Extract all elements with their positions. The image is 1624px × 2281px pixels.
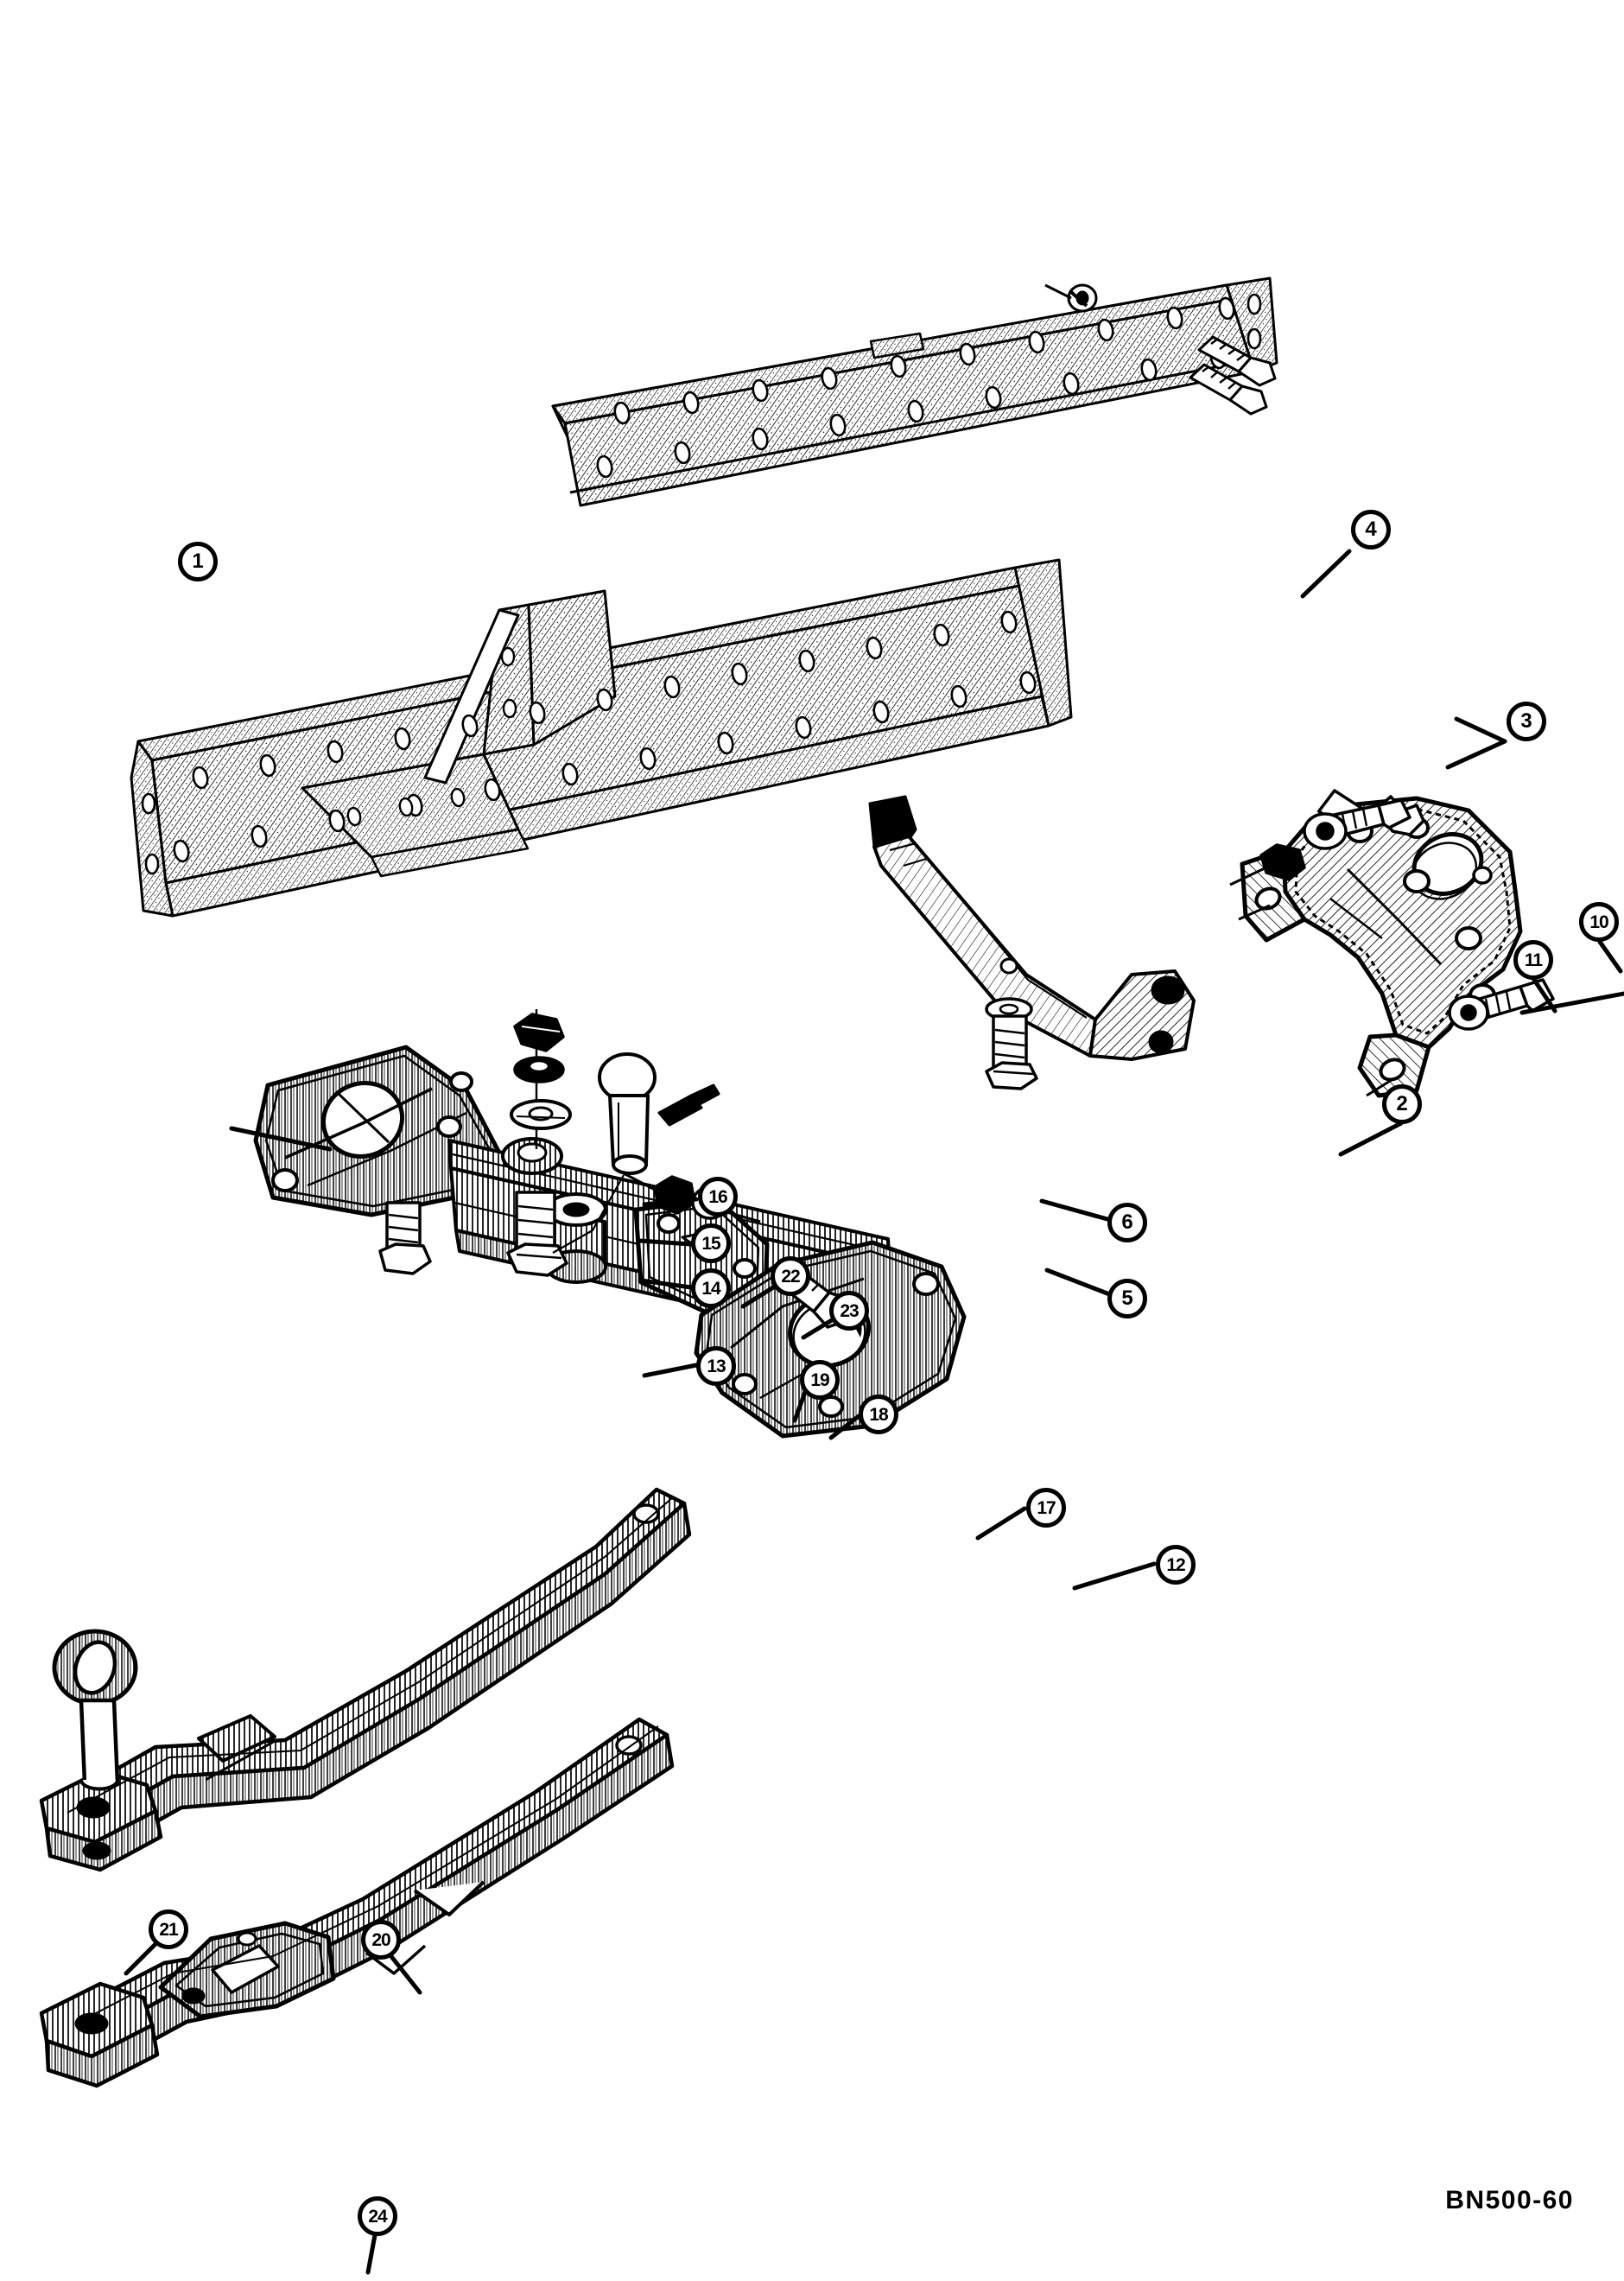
callout-12[interactable]: 12: [1156, 1545, 1196, 1585]
callout-6[interactable]: 6: [1107, 1203, 1147, 1242]
leader-15: [637, 1238, 694, 1247]
callout-23[interactable]: 23: [829, 1291, 869, 1331]
callout-4[interactable]: 4: [1351, 510, 1391, 550]
steering-drag-link: [868, 795, 1196, 1090]
leader-2: [1338, 1121, 1404, 1157]
leader-7: [1519, 991, 1624, 1015]
pivot-pin-item22: [552, 1052, 657, 1254]
rear-axle-beam: [39, 1717, 675, 2088]
cap-screw-item8: [1316, 789, 1425, 838]
lock-washer-item10-upper: [1303, 812, 1348, 850]
pivot-hardware-stack: [506, 1009, 572, 1277]
lock-washer-item4: [1044, 283, 1098, 313]
leader-16: [642, 1197, 699, 1207]
leader-14: [638, 1278, 694, 1290]
callout-15[interactable]: 15: [691, 1223, 731, 1263]
callout-21[interactable]: 21: [149, 1909, 188, 1949]
cap-screw-item3: [1189, 335, 1277, 416]
leader-4: [1300, 549, 1352, 599]
callout-13[interactable]: 13: [696, 1346, 736, 1386]
cap-screw-lower-left: [378, 1201, 432, 1275]
hex-nut-item16: [513, 1013, 565, 1052]
callout-22[interactable]: 22: [771, 1256, 810, 1296]
hex-nut-item11: [1229, 843, 1306, 886]
leader-12: [1072, 1561, 1157, 1591]
callout-3[interactable]: 3: [1507, 702, 1546, 741]
tow-eye-pin-item21: [52, 1629, 138, 1791]
callout-24[interactable]: 24: [358, 2196, 397, 2236]
callout-19[interactable]: 19: [800, 1360, 840, 1400]
hex-nut-item13: [506, 1242, 568, 1277]
main-frame-rail: [130, 276, 1278, 918]
lock-washer-item15: [513, 1056, 565, 1083]
callout-11[interactable]: 11: [1513, 940, 1553, 980]
callout-20[interactable]: 20: [361, 1920, 401, 1960]
callout-2[interactable]: 2: [1382, 1084, 1422, 1124]
leader-3a: [1454, 716, 1507, 744]
callout-17[interactable]: 17: [1026, 1488, 1066, 1528]
figure-id: BN500-60: [1445, 2186, 1574, 2214]
callout-5[interactable]: 5: [1107, 1279, 1147, 1318]
leader-11: [1532, 977, 1557, 1013]
leader-1: [229, 1126, 333, 1152]
callout-10-upper[interactable]: 10: [1579, 902, 1619, 942]
leader-17: [975, 1506, 1027, 1541]
leader-3b: [1445, 739, 1507, 770]
lock-washer-item10-lower: [1448, 994, 1489, 1031]
callout-1[interactable]: 1: [178, 542, 218, 581]
leader-18: [828, 1411, 865, 1440]
leader-13: [642, 1363, 699, 1378]
front-axle-beam: [39, 1487, 692, 1872]
taper-pin-item23: [657, 1083, 720, 1127]
callout-18[interactable]: 18: [859, 1395, 898, 1434]
flat-washer-item14: [510, 1099, 572, 1130]
hex-nut-item5: [985, 1061, 1038, 1090]
callout-16[interactable]: 16: [698, 1177, 738, 1217]
callout-14[interactable]: 14: [691, 1268, 731, 1308]
leader-10a: [1597, 939, 1623, 974]
